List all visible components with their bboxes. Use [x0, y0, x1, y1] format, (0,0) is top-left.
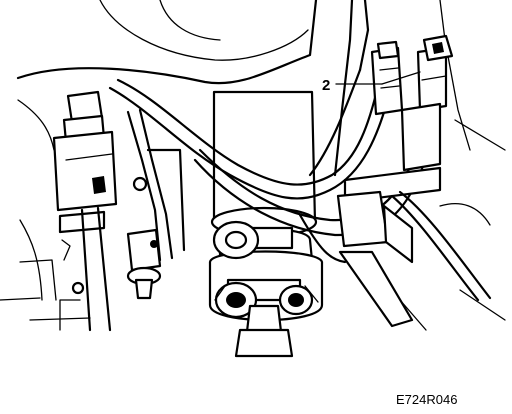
- callout-2: 2: [322, 71, 421, 94]
- upper-bracket: [333, 0, 506, 177]
- connector-right: [400, 34, 454, 172]
- connector-left: [370, 40, 404, 116]
- right-panel: [399, 202, 506, 331]
- figure-code: E724R046: [396, 392, 457, 407]
- column-shroud: [16, 0, 318, 85]
- relay-block: [52, 90, 118, 261]
- callout-number: 2: [322, 77, 330, 94]
- harness-clip: [126, 228, 162, 300]
- harness-bracket: [336, 166, 492, 328]
- wiring-harness: [108, 60, 430, 264]
